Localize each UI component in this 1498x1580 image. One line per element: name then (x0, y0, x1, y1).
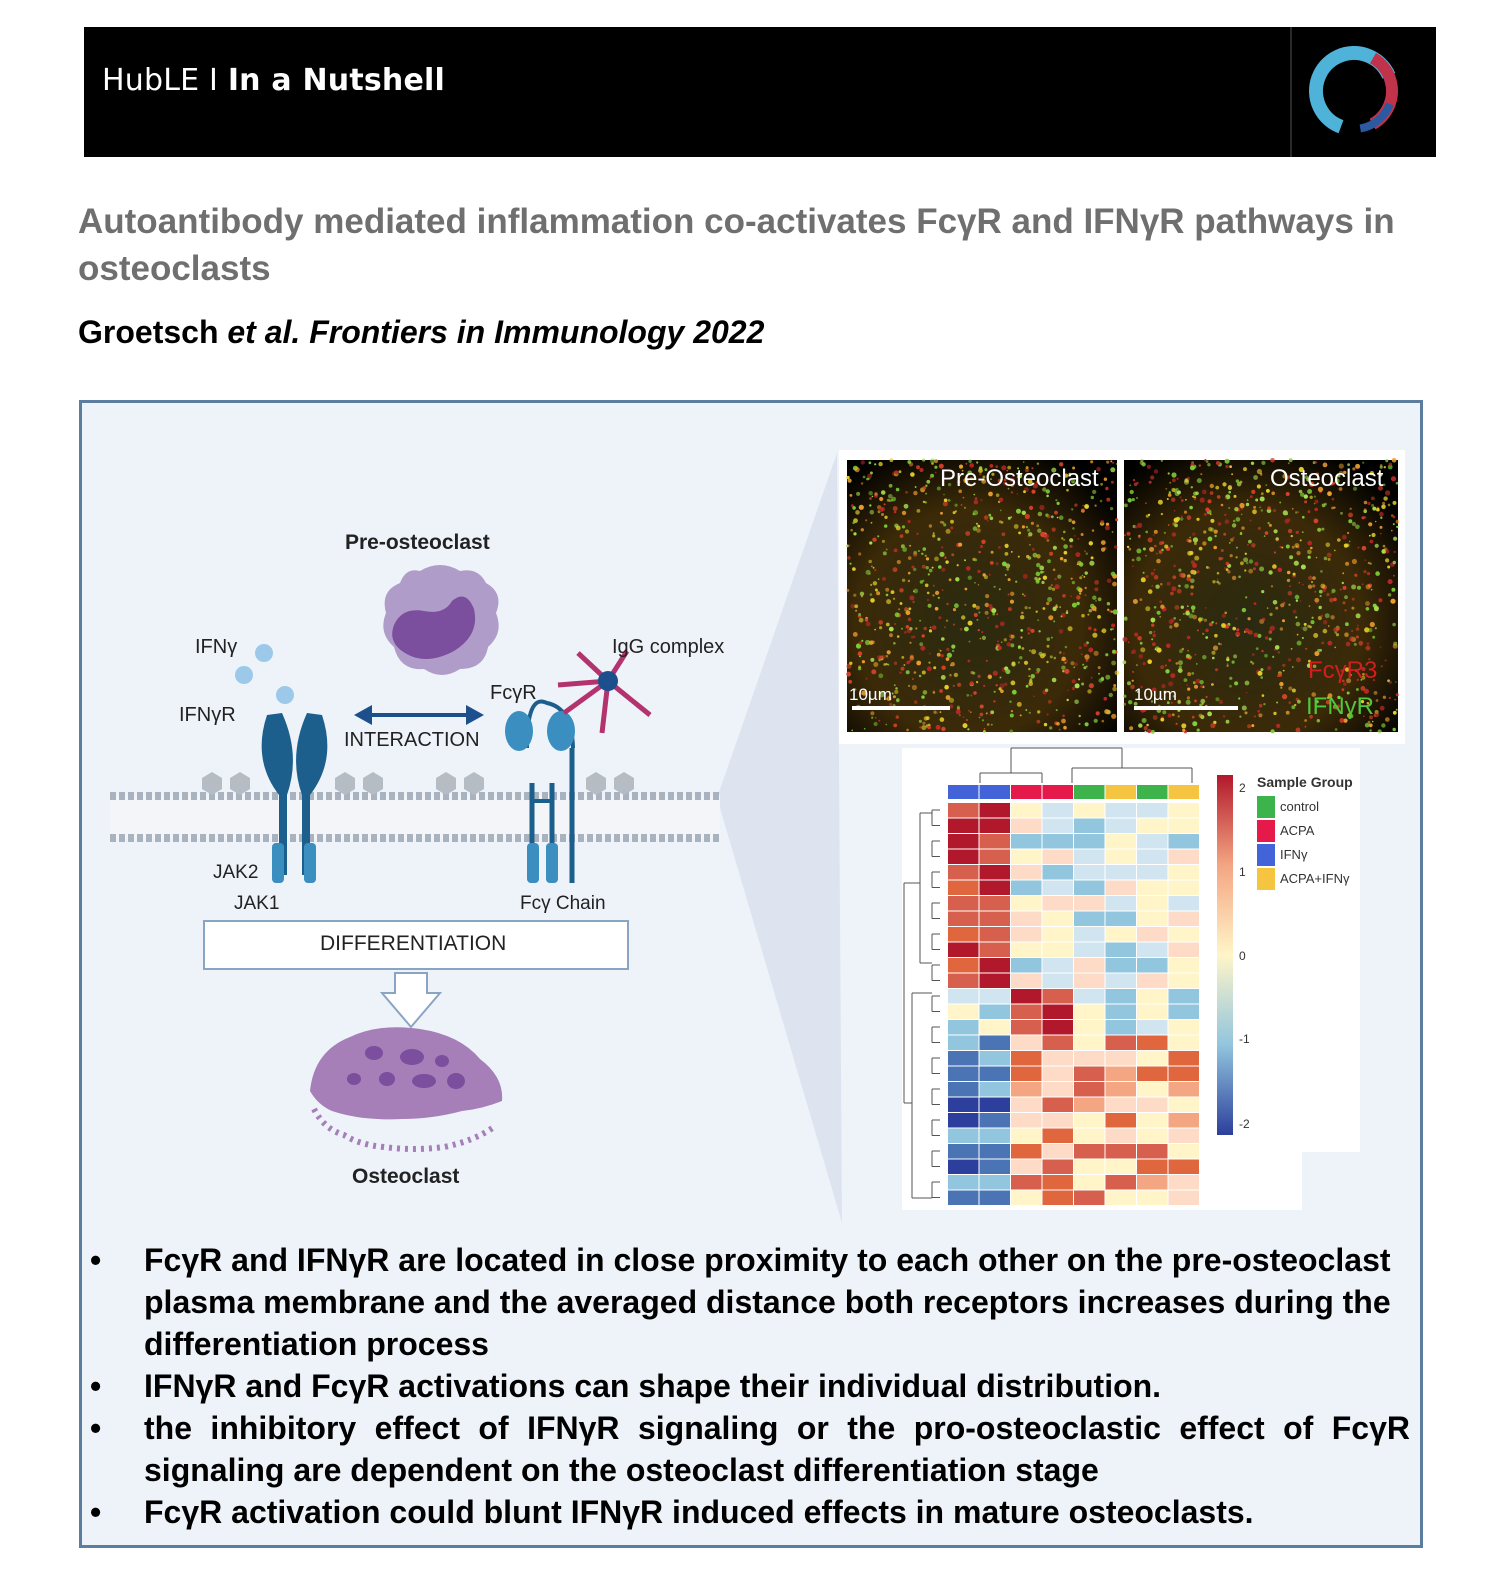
finding-text: the inhibitory effect of IFNγR signaling… (144, 1410, 1410, 1488)
finding-text: FcγR and IFNγR are located in close prox… (144, 1242, 1391, 1362)
micrograph-left-title: Pre-Osteoclast (940, 465, 1099, 492)
micrograph-right-title: Osteoclast (1270, 465, 1384, 492)
group-acpa-ifng-label: ACPA+IFNγ (1280, 871, 1350, 886)
fcg-chain-label: Fcγ Chain (520, 893, 606, 914)
differentiation-box (203, 920, 629, 970)
group-control-label: control (1280, 799, 1320, 814)
finding-item: •IFNγR and FcγR activations can shape th… (90, 1368, 1162, 1404)
citation-journal: Frontiers in Immunology 2022 (300, 314, 765, 350)
ifngr-label: IFNγR (179, 704, 236, 726)
micrograph-osteoclast (1122, 457, 1400, 734)
scale-tick-neg1: -1 (1239, 1032, 1250, 1046)
summary-panel: Pre-osteoclast IFNγ IFNγR INTERACTION Ig… (79, 400, 1423, 1548)
micrograph-pre-osteoclast (846, 458, 1120, 734)
down-arrow-icon (379, 972, 443, 1029)
citation-authors: Groetsch (78, 314, 228, 350)
ifng-label: IFNγ (195, 636, 238, 658)
fcgr-receptor-icon (505, 699, 575, 883)
heatmap-legend-frame (1217, 748, 1360, 1152)
membrane-hexagons (202, 772, 634, 795)
scale-tick-1: 1 (1239, 865, 1246, 879)
scale-tick-0: 0 (1239, 949, 1246, 963)
heatmap-colorbar (1217, 775, 1233, 1135)
finding-item: •FcγR and IFNγR are located in close pro… (90, 1242, 1391, 1362)
interaction-label: INTERACTION (344, 729, 480, 751)
citation: Groetsch et al. Frontiers in Immunology … (78, 314, 764, 351)
osteoclast-label: Osteoclast (352, 1165, 460, 1188)
ifngr-receptor-icon (261, 713, 328, 883)
pre-osteoclast-label: Pre-osteoclast (345, 531, 490, 554)
legend-red-label: FcγR3 (1308, 657, 1378, 684)
plasma-membrane (110, 792, 720, 842)
zoom-cone (717, 453, 842, 1223)
scale-bar-right-label: 10µm (1134, 685, 1177, 704)
group-acpa-label: ACPA (1280, 823, 1315, 838)
header-banner: HubLE I In a Nutshell (84, 27, 1436, 157)
scale-tick-neg2: -2 (1239, 1117, 1250, 1131)
jak1-label: JAK1 (234, 893, 280, 914)
huble-logo-icon (1309, 46, 1399, 136)
heatmap-legend-swatches (1257, 796, 1275, 890)
igg-complex-label: IgG complex (612, 636, 725, 658)
banner-divider (1290, 27, 1292, 157)
heatmap-dendrogram (903, 747, 1193, 1199)
differentiation-label: DIFFERENTIATION (320, 932, 507, 955)
banner-tagline: In a Nutshell (227, 63, 445, 98)
sample-group-title: Sample Group (1257, 774, 1353, 790)
heatmap-group-bar (948, 785, 1199, 799)
finding-text: IFNγR and FcγR activations can shape the… (144, 1368, 1162, 1404)
finding-item: •the inhibitory effect of IFNγR signalin… (90, 1410, 1410, 1488)
group-ifng-label: IFNγ (1280, 847, 1308, 862)
finding-text: FcγR activation could blunt IFNγR induce… (144, 1494, 1254, 1530)
heatmap-cells (948, 803, 1199, 1205)
ifng-ligand-icon (235, 644, 294, 704)
finding-item: •FcγR activation could blunt IFNγR induc… (90, 1494, 1254, 1530)
fcgr-label: FcγR (490, 682, 537, 704)
banner-brand: HubLE I (102, 63, 228, 98)
osteoclast-cell-icon (310, 1027, 503, 1152)
page-title: Autoantibody mediated inflammation co-ac… (78, 202, 1395, 288)
figure-graphics (110, 450, 1405, 1223)
jak2-label: JAK2 (213, 862, 259, 883)
banner-title: HubLE I In a Nutshell (102, 63, 445, 98)
citation-etal: et al. (227, 314, 301, 350)
legend-green-label: IFNγR (1306, 693, 1374, 720)
pre-osteoclast-cell-icon (383, 565, 499, 675)
scale-tick-2: 2 (1239, 781, 1246, 795)
key-findings-list: •FcγR and IFNγR are located in close pro… (82, 1239, 1420, 1533)
igg-complex-icon (557, 649, 652, 734)
interaction-arrow-icon (354, 705, 484, 725)
scale-bar-left-label: 10µm (849, 685, 892, 704)
